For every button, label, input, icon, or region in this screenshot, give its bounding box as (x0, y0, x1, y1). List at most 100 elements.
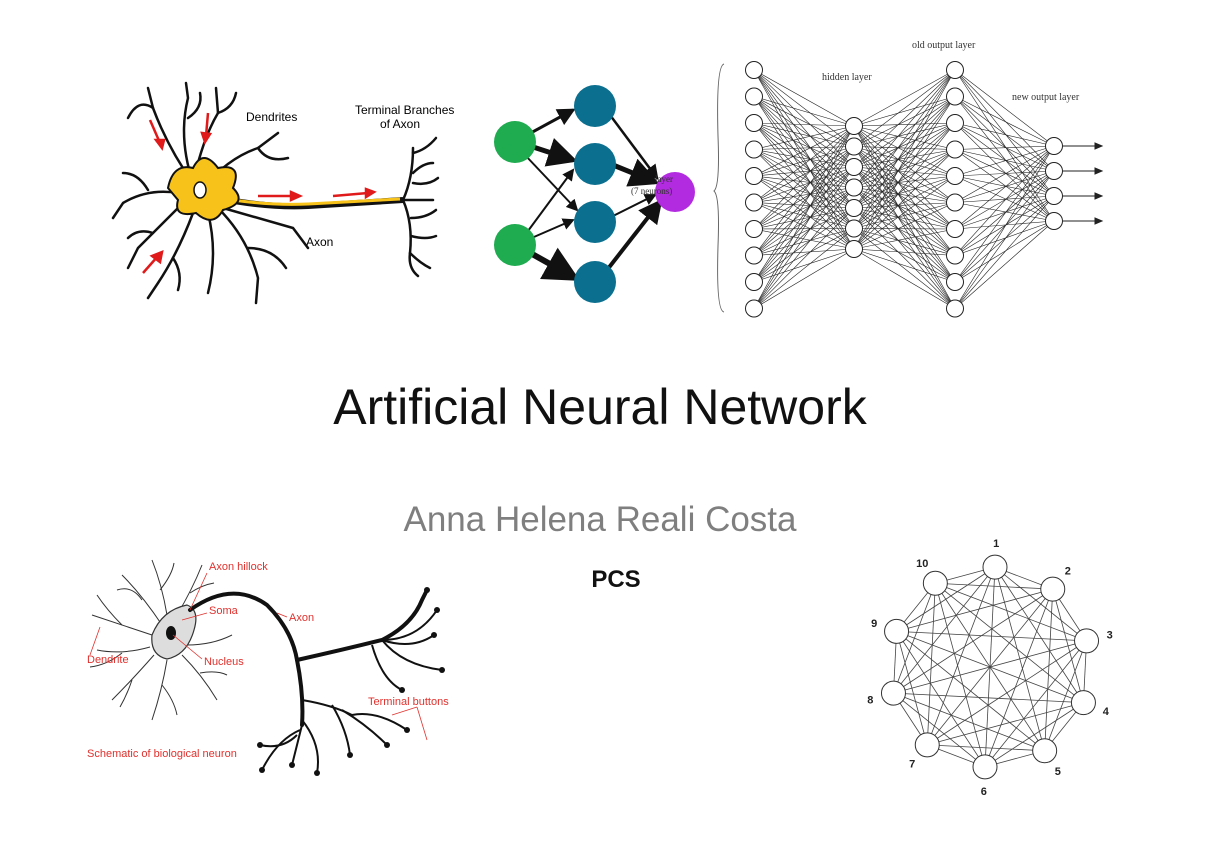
graph-node-label: 3 (1107, 630, 1113, 642)
connection-line (954, 220, 1055, 256)
connection-line (954, 149, 1055, 172)
connection-line (853, 69, 956, 188)
network-node (946, 246, 964, 265)
connection-line (753, 96, 855, 168)
graph-node (972, 754, 998, 780)
network-node (745, 167, 763, 185)
connection-line (954, 69, 1055, 147)
connection-line (954, 149, 1055, 197)
connection-line (954, 175, 1055, 197)
connection-line (753, 122, 855, 188)
input-node (494, 121, 536, 163)
graph-edge (994, 566, 1084, 703)
connection-line (954, 170, 1055, 230)
connection-line (954, 145, 1055, 177)
graph-edge (896, 631, 1045, 752)
connection-line (753, 175, 855, 209)
graph-edge (896, 630, 1087, 642)
graph-edge (896, 631, 928, 745)
graph-edge (896, 631, 986, 768)
connection-line (954, 170, 1055, 256)
connection-line (853, 96, 956, 250)
connection-line (753, 69, 855, 229)
connection-line (753, 166, 855, 309)
connection-line (954, 170, 1055, 283)
connection-line (753, 69, 855, 127)
terminal-buttons-label: Terminal buttons (368, 696, 449, 708)
connection-line (853, 228, 956, 309)
connection-line (853, 248, 956, 256)
connection-line (853, 187, 956, 203)
connection-line (853, 125, 956, 256)
connection-line (753, 122, 855, 168)
connection-line (853, 122, 956, 147)
connection-line (853, 166, 956, 309)
connection-line (753, 166, 855, 203)
connection-line (853, 69, 956, 127)
network-node (845, 137, 863, 156)
graph-node (880, 680, 906, 706)
connection-line (853, 146, 956, 230)
connection-line (853, 207, 956, 230)
axon-label: Axon (289, 612, 314, 624)
connection-line (753, 69, 855, 188)
affiliation: PCS (591, 566, 641, 593)
connection-line (853, 149, 956, 209)
network-node (1045, 162, 1063, 180)
connection-line (954, 195, 1055, 283)
connection-line (753, 187, 855, 256)
graph-edge (935, 582, 1053, 590)
connection-line (853, 207, 956, 309)
connection-line (853, 187, 956, 309)
connection-line (753, 202, 855, 229)
network-node (745, 87, 763, 106)
output-arrowhead (1094, 192, 1104, 200)
network-node (946, 61, 964, 79)
connection-line (954, 195, 1055, 256)
network-node (845, 240, 863, 258)
connection-line (753, 166, 855, 283)
graph-node (884, 618, 910, 644)
connection-line (753, 125, 855, 230)
connection-line (753, 228, 855, 309)
connection-line (954, 69, 1055, 197)
connection-line (853, 202, 956, 209)
connection-line (853, 149, 956, 168)
connection-line (853, 96, 956, 188)
connection-line (753, 125, 855, 283)
graph-edge (927, 702, 1084, 746)
connection-line (753, 122, 855, 229)
connection-line (853, 125, 956, 230)
graph-node (1040, 576, 1066, 602)
dendrite-label: Dendrite (87, 654, 129, 666)
connection-line (853, 202, 956, 229)
new-output-layer-label: new output layer (1012, 92, 1080, 103)
connection-line (853, 248, 956, 309)
connection-line (853, 146, 956, 150)
connection-line (853, 122, 956, 250)
connection-line (853, 149, 956, 229)
graph-node-label: 6 (981, 786, 987, 798)
connection-line (954, 69, 1055, 172)
network-node (845, 219, 863, 238)
network-node (745, 61, 763, 79)
connection-line (753, 228, 855, 256)
connection-line (853, 125, 956, 309)
connection-line (753, 69, 855, 209)
connection-line (853, 122, 956, 188)
connection-line (753, 125, 855, 309)
connection-line (853, 187, 956, 283)
connection-line (853, 207, 956, 256)
slide-title: Artificial Neural Network (333, 379, 867, 435)
connection-line (853, 202, 956, 250)
connection-line (954, 122, 1055, 197)
connection-line (853, 228, 956, 256)
hidden-node (574, 261, 616, 303)
connection-line (753, 146, 855, 256)
terminal-label-line1: Terminal Branches (355, 103, 454, 117)
connection-line (954, 195, 1055, 309)
connection-line (853, 96, 956, 229)
connection-line (853, 122, 956, 168)
connection-line (753, 207, 855, 256)
